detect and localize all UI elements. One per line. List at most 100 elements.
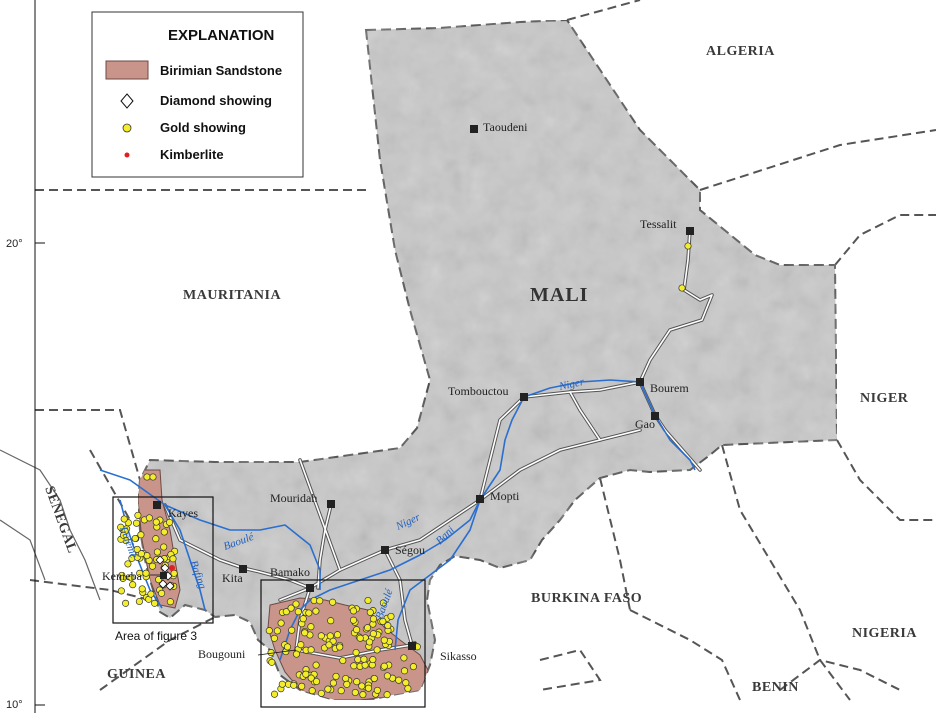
gold-showing-point	[395, 676, 403, 684]
gold-showing-point	[325, 641, 333, 649]
gold-showing-point	[305, 609, 313, 617]
gold-showing-point	[143, 473, 151, 481]
gold-showing-point	[158, 589, 166, 597]
gold-showing-point	[326, 632, 334, 640]
country-label-benin: BENIN	[752, 680, 799, 695]
country-label-algeria: ALGERIA	[706, 44, 775, 59]
gold-showing-point	[373, 646, 381, 654]
gold-showing-point	[409, 663, 417, 671]
gold-showing-point	[129, 581, 137, 589]
gold-showing-point	[120, 515, 128, 523]
gold-showing-point	[297, 641, 305, 649]
gold-showing-point	[270, 634, 278, 642]
gold-showing-point	[353, 626, 361, 634]
gold-showing-point	[301, 629, 309, 637]
city-label-taoudeni: Taoudeni	[483, 120, 528, 134]
gold-showing-point	[384, 622, 392, 630]
gold-showing-point	[283, 643, 292, 651]
gold-showing-point	[358, 682, 366, 690]
gold-showing-point	[349, 607, 358, 615]
gold-showing-point	[127, 574, 135, 582]
legend-label-birimian: Birimian Sandstone	[160, 63, 282, 78]
gold-showing-point	[380, 636, 388, 644]
bani-river	[394, 499, 481, 651]
gold-showing-point	[132, 519, 141, 527]
gold-showing-point	[312, 677, 321, 686]
marker-mouridah	[327, 500, 335, 508]
gold-showing-point	[324, 685, 332, 693]
gold-showing-point	[278, 680, 286, 688]
gold-showing-point	[332, 672, 340, 680]
gold-showing-point	[307, 674, 315, 682]
legend-label-kimberlite: Kimberlite	[160, 147, 224, 162]
gold-showing-point	[307, 623, 315, 631]
diamond-showing-point	[158, 579, 168, 589]
gold-showing-point	[137, 531, 145, 539]
gold-showing-point	[369, 615, 378, 623]
gold-showing-point	[273, 627, 281, 635]
marker-segou	[381, 546, 389, 554]
gold-showing-point	[363, 624, 372, 632]
city-label-bougouni: Bougouni	[198, 647, 246, 661]
gold-showing-point	[142, 569, 150, 577]
marker-bamako	[306, 584, 314, 592]
gold-showing-point	[308, 687, 316, 695]
gold-showing-point	[337, 687, 345, 695]
marker-tombouctou	[520, 393, 528, 401]
gold-showing-point	[166, 598, 174, 606]
kimberlite-point	[169, 565, 175, 571]
gold-showing-point	[152, 518, 160, 526]
gold-showing-point	[119, 531, 128, 539]
gold-showing-point	[117, 587, 125, 595]
city-markers	[153, 125, 694, 650]
marker-kita	[239, 565, 247, 573]
gold-showing-point	[299, 615, 307, 623]
gold-showing-point	[149, 473, 157, 481]
gold-showing-point	[152, 535, 160, 543]
country-borders	[29, 0, 936, 701]
gold-showing-point	[380, 662, 388, 670]
gold-showing-point	[265, 627, 273, 635]
leader-lines	[150, 574, 297, 656]
legend-label-gold: Gold showing	[160, 120, 246, 135]
gold-showing-point	[148, 562, 157, 570]
city-label-kita: Kita	[222, 571, 243, 585]
marker-kenieba	[160, 572, 167, 579]
gold-showing-point	[290, 681, 298, 689]
gold-showing-point	[277, 619, 285, 627]
gold-showing-point	[135, 597, 143, 606]
inset-caption: Area of figure 3	[115, 629, 197, 643]
legend-swatch-birimian	[105, 60, 149, 80]
city-label-sikasso: Sikasso	[440, 649, 477, 663]
gold-showing-point	[124, 560, 132, 568]
city-label-segou: Ségou	[395, 543, 425, 557]
latitude-label-20: 20°	[6, 238, 23, 250]
gold-showing-point	[138, 585, 146, 593]
gold-showing-point	[400, 667, 409, 675]
gold-showing-point	[361, 661, 369, 669]
gold-showing-point	[383, 672, 391, 680]
gold-showing-point	[302, 670, 310, 678]
latitude-label-10: 10°	[6, 699, 23, 711]
marker-sikasso	[408, 642, 416, 650]
gold-showing-point	[352, 648, 360, 657]
marker-bourem	[636, 378, 644, 386]
gold-showing-point	[165, 518, 174, 526]
gold-showing-point	[678, 284, 686, 292]
niger-river	[279, 379, 696, 661]
city-label-gao: Gao	[635, 417, 655, 431]
graticule-ticks	[34, 0, 45, 713]
gold-showing-point	[342, 674, 350, 683]
gold-showing-point	[147, 590, 155, 598]
gold-showing-point	[373, 686, 381, 694]
gold-showing-point	[365, 638, 374, 646]
diamond-showing-point	[165, 581, 175, 591]
gold-showing-point	[145, 514, 153, 522]
diamond-showing-point	[155, 555, 165, 565]
gold-showing-point	[122, 599, 130, 607]
gold-showing-point	[354, 655, 362, 664]
gold-showing-point	[317, 632, 325, 640]
country-label-niger: NIGER	[860, 391, 909, 406]
gold-showing-point	[153, 548, 161, 556]
